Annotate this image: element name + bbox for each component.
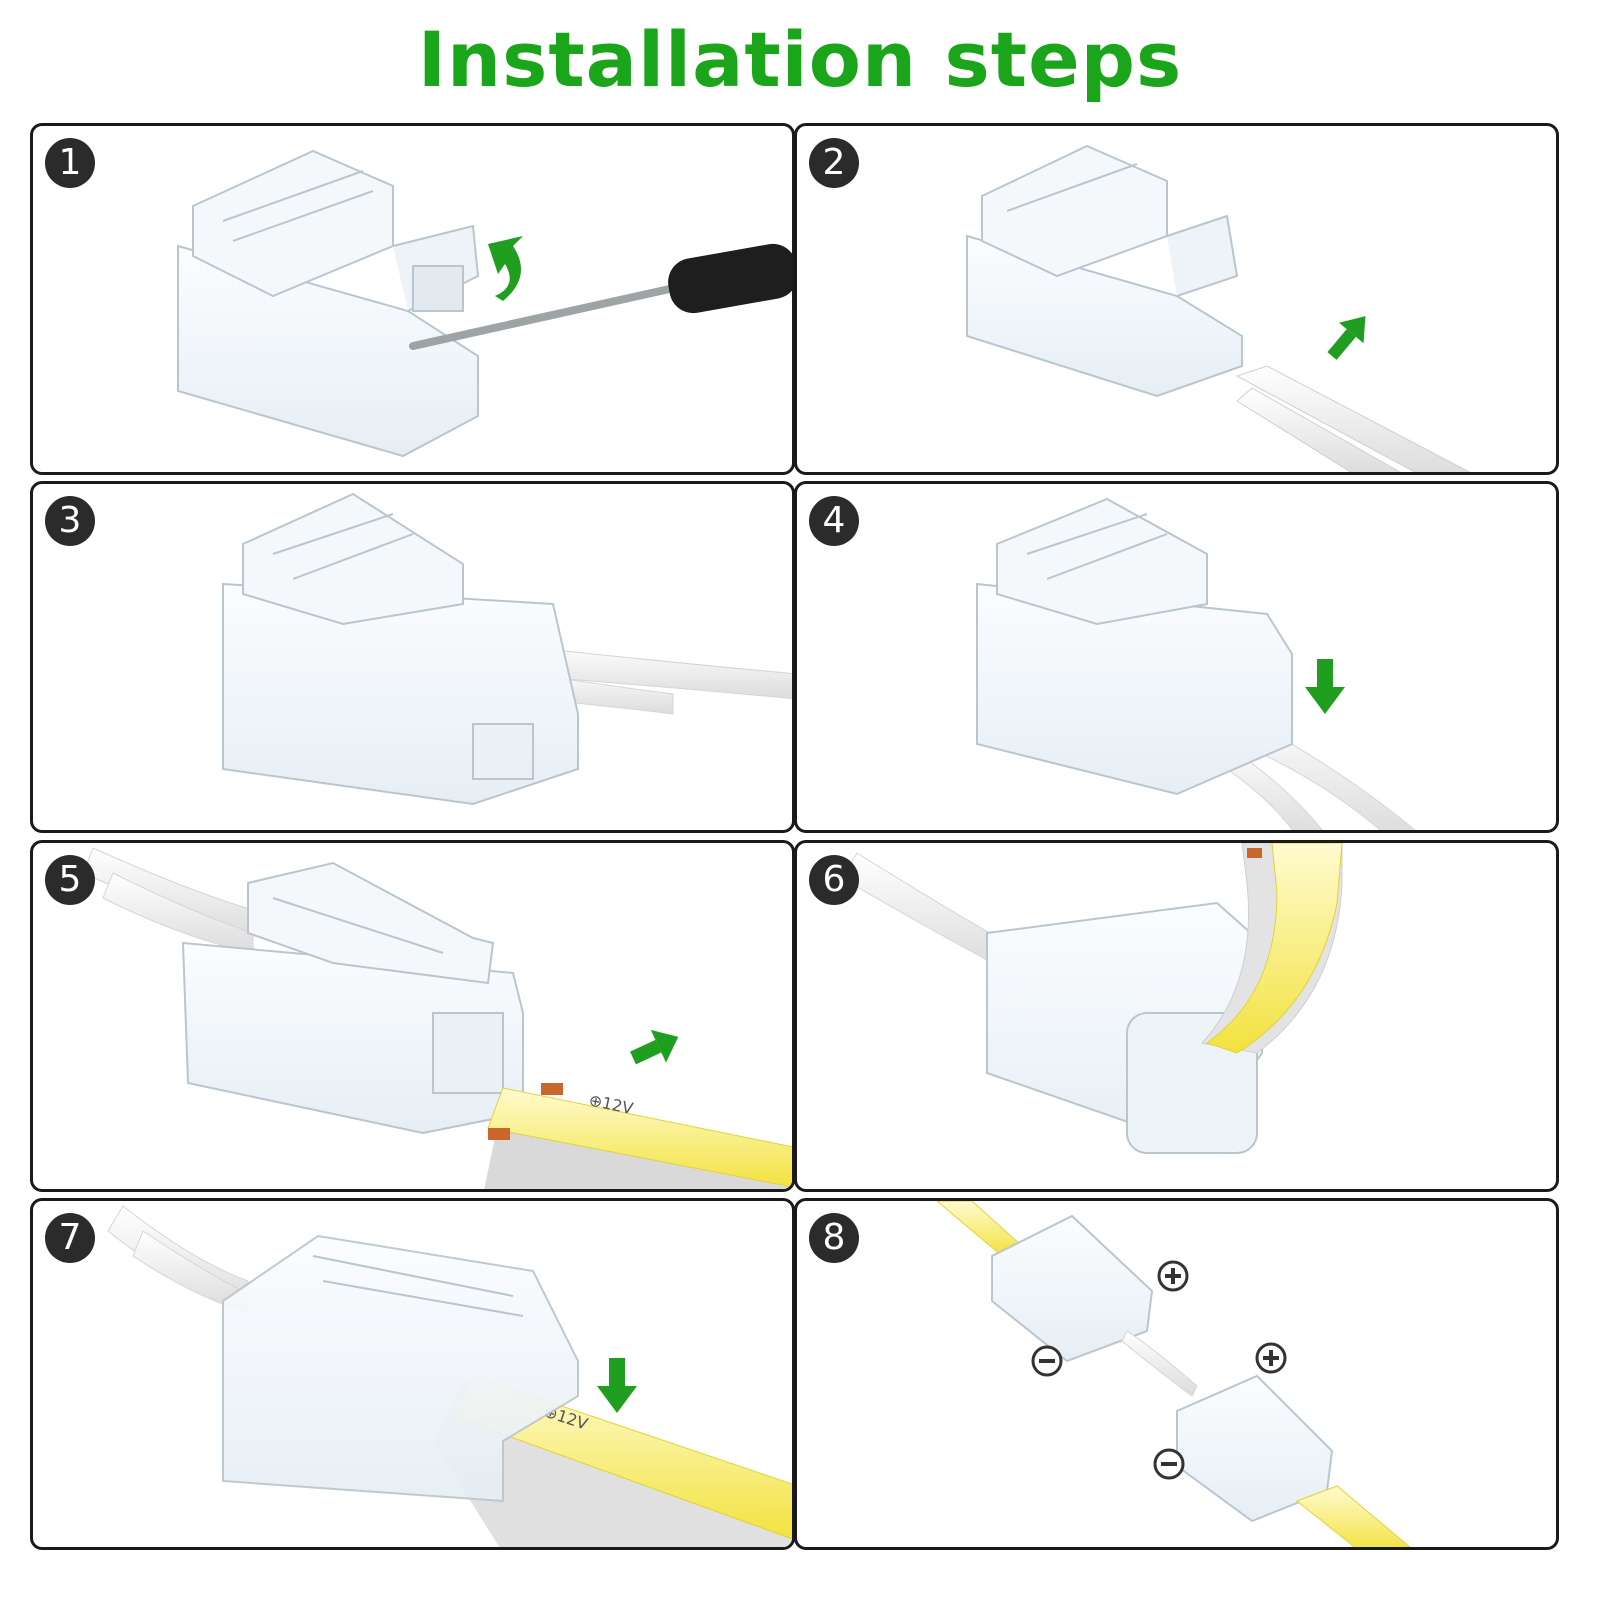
step-3-illustration xyxy=(222,492,792,806)
step-panel-2: 2 xyxy=(794,123,1559,475)
minus-icon xyxy=(1153,1448,1185,1480)
connector-open xyxy=(181,861,524,1135)
step-number-badge: 6 xyxy=(809,855,859,905)
two-core-wire xyxy=(841,852,1008,969)
two-core-wire xyxy=(1235,365,1471,472)
step-4-illustration xyxy=(976,497,1416,830)
step-panel-7: 7 ⊕12V xyxy=(30,1198,795,1550)
step-panel-5: 5 ⊕12V xyxy=(30,840,795,1192)
curved-arrow-icon xyxy=(488,236,523,301)
step-1-illustration xyxy=(177,149,792,458)
arrow-up-left-icon xyxy=(1327,316,1366,360)
step-panel-4: 4 xyxy=(794,481,1559,833)
step-number-badge: 3 xyxy=(45,496,95,546)
minus-icon xyxy=(1031,1345,1063,1377)
arrow-down-icon xyxy=(597,1358,637,1413)
cob-led-strip: ⊕12V xyxy=(484,1083,792,1189)
arrow-down-icon xyxy=(1305,659,1345,714)
connecting-wire xyxy=(1121,1330,1198,1397)
step-number-badge: 7 xyxy=(45,1213,95,1263)
step-2-illustration xyxy=(966,144,1471,472)
two-core-wire xyxy=(82,847,264,954)
arrow-up-left-icon xyxy=(630,1029,679,1065)
two-core-wire xyxy=(107,1205,249,1312)
step-panel-8: 8 xyxy=(794,1198,1559,1550)
plus-icon xyxy=(1255,1342,1287,1374)
step-number-badge: 2 xyxy=(809,138,859,188)
connector-top xyxy=(991,1214,1154,1363)
step-number-badge: 8 xyxy=(809,1213,859,1263)
step-8-illustration xyxy=(936,1201,1411,1547)
step-number-badge: 5 xyxy=(45,855,95,905)
step-number-badge: 4 xyxy=(809,496,859,546)
step-6-illustration xyxy=(841,843,1343,1155)
screwdriver-icon xyxy=(409,243,792,350)
step-panel-3: 3 xyxy=(30,481,795,833)
connector-with-wire xyxy=(976,497,1293,796)
step-number-badge: 1 xyxy=(45,138,95,188)
cob-led-strip xyxy=(1201,843,1343,1054)
connector-open xyxy=(966,144,1243,398)
step-7-illustration: ⊕12V xyxy=(107,1205,792,1547)
step-panel-1: 1 xyxy=(30,123,795,475)
connector-closed xyxy=(222,1234,579,1503)
page-title: Installation steps xyxy=(417,15,1183,104)
connector-open xyxy=(177,149,480,458)
connector-with-wire xyxy=(222,492,579,806)
step-panel-6: 6 xyxy=(794,840,1559,1192)
plus-icon xyxy=(1157,1260,1189,1292)
step-5-illustration: ⊕12V xyxy=(82,847,792,1189)
cob-led-strip-bottom xyxy=(1296,1485,1411,1547)
